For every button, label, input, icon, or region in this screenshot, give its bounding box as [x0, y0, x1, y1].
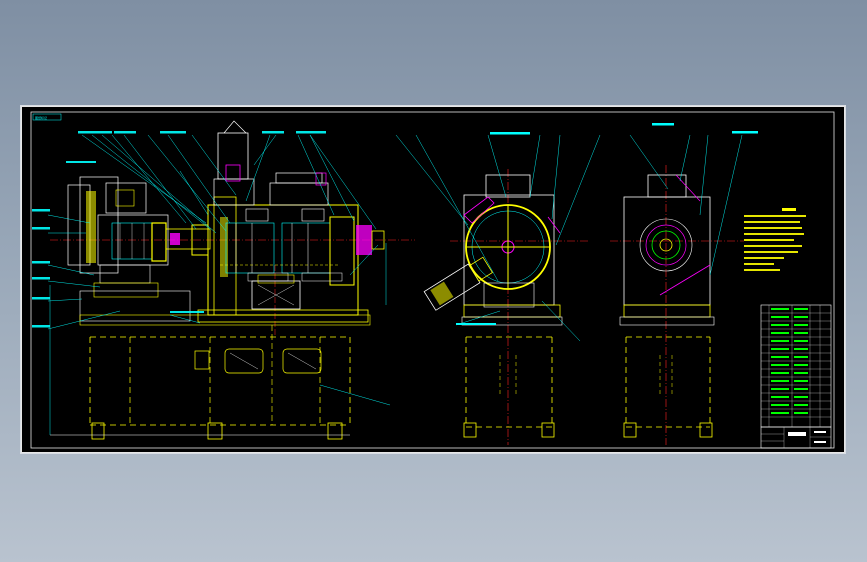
technical-notes [744, 208, 806, 271]
corner-tag-box [32, 113, 62, 121]
side-view [395, 132, 601, 445]
cad-drawing: 图纸标记 [21, 106, 845, 453]
parts-list-table [760, 304, 832, 449]
front-view [32, 120, 415, 440]
inner-frame [30, 111, 835, 449]
drawing-sheet: 图纸标记 [20, 105, 846, 454]
corner-tag-text: 图纸标记 [35, 115, 47, 120]
end-view [610, 123, 758, 445]
outer-frame [21, 106, 845, 453]
